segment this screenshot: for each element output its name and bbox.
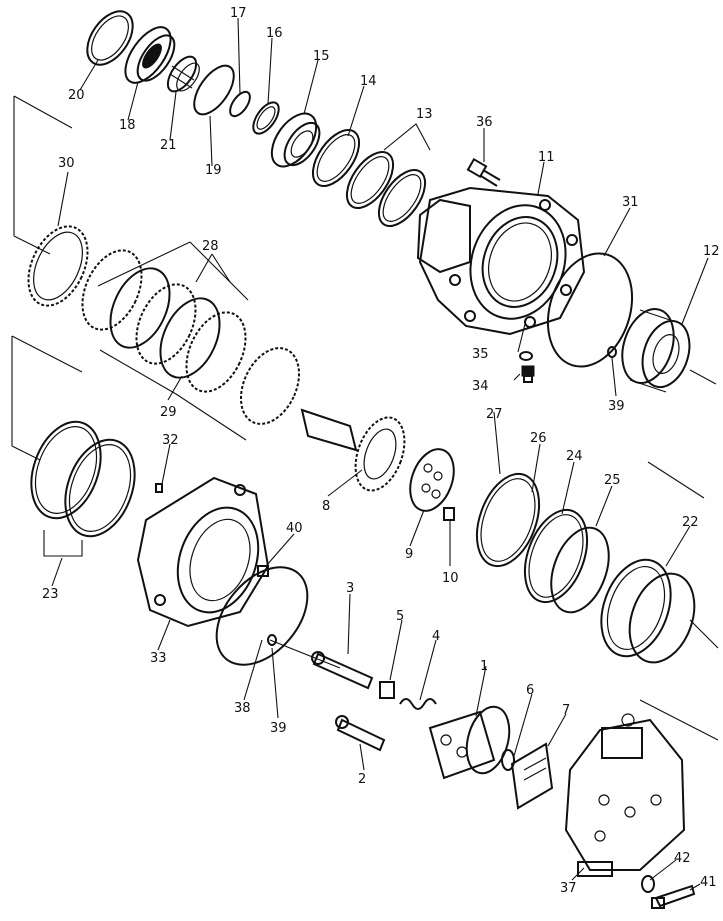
part-18-bearing bbox=[124, 26, 176, 84]
part-12-bearing bbox=[621, 308, 691, 393]
part-41-bolt bbox=[651, 884, 696, 909]
part-35-washer bbox=[519, 351, 533, 361]
callout-19: 19 bbox=[205, 163, 222, 178]
callout-41: 41 bbox=[700, 875, 717, 890]
callout-12: 12 bbox=[703, 244, 720, 259]
part-8-shaft-gear bbox=[300, 408, 406, 492]
callout-8: 8 bbox=[322, 499, 330, 514]
part-6-ring bbox=[501, 749, 515, 771]
callout-21: 21 bbox=[160, 138, 177, 153]
callout-16: 16 bbox=[266, 26, 283, 41]
callout-20: 20 bbox=[68, 88, 85, 103]
part-21-roller-bearing bbox=[166, 55, 200, 93]
callout-24: 24 bbox=[566, 449, 583, 464]
callout-33: 33 bbox=[150, 651, 167, 666]
part-32-pin bbox=[155, 483, 163, 493]
part-22-piston bbox=[600, 558, 696, 664]
callout-25: 25 bbox=[604, 473, 621, 488]
part-20-snap-ring bbox=[86, 10, 134, 66]
callout-34: 34 bbox=[472, 379, 489, 394]
part-14-ring bbox=[311, 129, 361, 187]
callout-26: 26 bbox=[530, 431, 547, 446]
part-5-collar bbox=[379, 681, 395, 699]
part-42-washer bbox=[641, 875, 655, 893]
part-11-housing bbox=[416, 186, 586, 336]
part-7-piston bbox=[510, 742, 554, 810]
callout-29: 29 bbox=[160, 405, 177, 420]
callout-11: 11 bbox=[538, 150, 555, 165]
part-36-bolt bbox=[466, 157, 501, 187]
part-34-plug bbox=[521, 365, 535, 383]
callout-labels: 1 2 3 4 5 6 7 8 9 10 11 12 13 14 15 16 1… bbox=[42, 6, 720, 896]
part-38-o-ring bbox=[215, 566, 309, 666]
callout-3: 3 bbox=[346, 581, 354, 596]
callout-7: 7 bbox=[562, 703, 570, 718]
part-17-ring bbox=[229, 90, 251, 118]
part-39-oring-top bbox=[607, 346, 617, 358]
group-brackets bbox=[11, 95, 719, 741]
callout-31: 31 bbox=[622, 195, 639, 210]
part-10-pin bbox=[443, 507, 455, 521]
part-15-ball-bearing bbox=[270, 112, 321, 168]
part-39-oring-bottom bbox=[267, 634, 277, 646]
part-31-o-ring bbox=[546, 252, 634, 368]
callout-39-top: 39 bbox=[608, 399, 625, 414]
part-40-plug bbox=[257, 565, 269, 577]
part-2-spool bbox=[335, 715, 386, 752]
callout-32: 32 bbox=[162, 433, 179, 448]
part-33-cover bbox=[136, 476, 270, 628]
callout-42: 42 bbox=[674, 851, 691, 866]
part-9-valve-plate bbox=[409, 448, 455, 512]
callout-35: 35 bbox=[472, 347, 489, 362]
part-1-cylinder-block bbox=[428, 705, 511, 780]
callout-37: 37 bbox=[560, 881, 577, 896]
leader-lines bbox=[51, 17, 709, 891]
callout-13: 13 bbox=[416, 107, 433, 122]
callout-2: 2 bbox=[358, 772, 366, 787]
callout-36: 36 bbox=[476, 115, 493, 130]
callout-1: 1 bbox=[480, 659, 488, 674]
callout-40: 40 bbox=[286, 521, 303, 536]
part-23-ring-pair bbox=[30, 420, 136, 538]
part-27-ring bbox=[475, 472, 541, 568]
callout-39-bottom: 39 bbox=[270, 721, 287, 736]
callout-17: 17 bbox=[230, 6, 247, 21]
part-24-25-26-rings bbox=[523, 508, 610, 614]
callout-30: 30 bbox=[58, 156, 75, 171]
part-3-spool bbox=[311, 651, 374, 690]
callout-18: 18 bbox=[119, 118, 136, 133]
callout-9: 9 bbox=[405, 547, 413, 562]
callout-14: 14 bbox=[360, 74, 377, 89]
part-19-ring bbox=[193, 64, 235, 116]
part-4-spring bbox=[399, 698, 437, 710]
part-16-ring bbox=[252, 101, 280, 135]
callout-27: 27 bbox=[486, 407, 503, 422]
callout-23: 23 bbox=[42, 587, 59, 602]
callout-4: 4 bbox=[432, 629, 440, 644]
callout-10: 10 bbox=[442, 571, 459, 586]
part-30-plate bbox=[27, 225, 89, 307]
part-37-valve-block bbox=[564, 713, 686, 877]
part-13-ring-pair bbox=[345, 151, 427, 227]
callout-28: 28 bbox=[202, 239, 219, 254]
part-28-29-disc-pack bbox=[81, 241, 301, 441]
callout-6: 6 bbox=[526, 683, 534, 698]
callout-38: 38 bbox=[234, 701, 251, 716]
callout-5: 5 bbox=[396, 609, 404, 624]
callout-15: 15 bbox=[313, 49, 330, 64]
callout-22: 22 bbox=[682, 515, 699, 530]
